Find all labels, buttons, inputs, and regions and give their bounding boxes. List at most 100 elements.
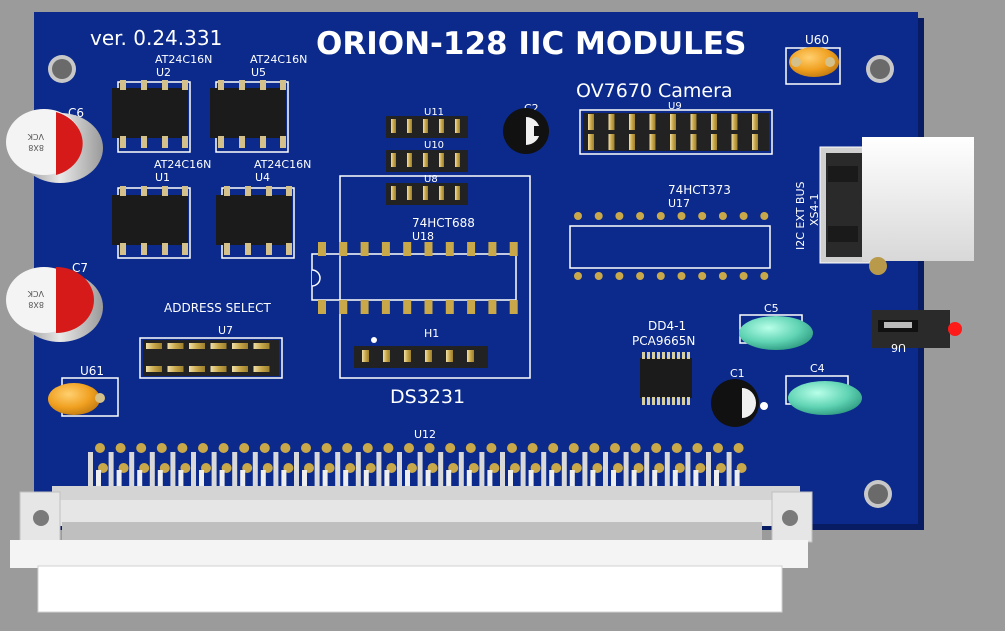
camera-header-u9: OV7670 Camera U9 xyxy=(576,80,773,155)
pin-lead xyxy=(500,452,505,498)
pin-lead xyxy=(273,452,279,498)
pin xyxy=(509,300,518,314)
pin xyxy=(381,242,390,256)
crystal-u61: U61 xyxy=(48,364,119,417)
pin xyxy=(656,272,665,280)
pin-lead xyxy=(590,470,596,498)
svg-text:74HCT688: 74HCT688 xyxy=(412,216,475,230)
pin-lead xyxy=(631,470,637,498)
pin xyxy=(189,366,205,372)
pin xyxy=(404,350,411,362)
pin xyxy=(657,352,660,359)
pin xyxy=(731,114,738,130)
pin-lead xyxy=(232,452,238,498)
pin-lead xyxy=(549,470,555,498)
svg-text:C4: C4 xyxy=(810,362,825,375)
pin xyxy=(588,114,594,130)
pin xyxy=(136,443,147,453)
pin xyxy=(649,134,656,150)
pin-lead xyxy=(561,452,567,498)
pin-lead xyxy=(734,470,740,498)
pin-lead xyxy=(335,452,341,498)
pin xyxy=(682,352,685,359)
pin xyxy=(177,443,188,453)
pin xyxy=(321,443,332,453)
pin xyxy=(486,443,497,453)
pin xyxy=(404,443,414,453)
pin-lead xyxy=(603,452,608,498)
capacitor-c6: C6 8X8 VCK xyxy=(6,106,103,183)
pin xyxy=(362,443,373,453)
svg-text:U9: U9 xyxy=(668,101,682,112)
svg-text:OV7670 Camera: OV7670 Camera xyxy=(576,80,733,102)
pin xyxy=(629,114,635,130)
pin-lead xyxy=(479,452,485,498)
pin xyxy=(657,397,660,405)
svg-text:U11: U11 xyxy=(424,107,444,118)
pin xyxy=(167,343,184,349)
svg-text:I2C EXT BUS: I2C EXT BUS xyxy=(794,181,807,250)
pin xyxy=(342,443,353,453)
ic-u18: 74HCT688 U18 xyxy=(311,175,531,379)
pin xyxy=(507,443,517,453)
pin xyxy=(167,366,184,372)
pin-lead xyxy=(281,470,287,498)
pin xyxy=(594,272,603,280)
pin xyxy=(677,397,680,405)
header-h1: H1 DS3231 xyxy=(354,327,488,408)
pin-lead xyxy=(384,470,390,498)
pin-lead xyxy=(644,452,650,498)
svg-text:XS4-1: XS4-1 xyxy=(808,194,821,226)
pin xyxy=(649,114,656,130)
pin xyxy=(568,443,579,453)
svg-text:74HCT373: 74HCT373 xyxy=(668,183,731,197)
pin-lead xyxy=(157,470,163,498)
pin xyxy=(711,114,717,130)
pin xyxy=(629,134,635,150)
pin-lead xyxy=(108,452,114,498)
pin xyxy=(687,397,690,405)
pin xyxy=(608,114,615,130)
pin xyxy=(610,443,620,453)
pin xyxy=(253,343,270,349)
capacitor-c2: C2 xyxy=(503,102,549,154)
pin xyxy=(424,242,433,256)
svg-text:H1: H1 xyxy=(424,327,439,340)
svg-text:U2: U2 xyxy=(156,66,171,79)
pin xyxy=(232,343,248,349)
pin-lead xyxy=(714,470,719,498)
pin-lead xyxy=(487,470,493,498)
pin xyxy=(146,366,162,372)
svg-text:AT24C16N: AT24C16N xyxy=(155,53,212,66)
pin xyxy=(189,343,205,349)
pin xyxy=(424,443,435,453)
pin xyxy=(652,397,655,405)
i2c-ext-bus-connector: I2C EXT BUS XS4-1 xyxy=(794,137,974,275)
header-u11: U11 xyxy=(386,107,468,138)
pin-lead xyxy=(623,452,629,498)
svg-text:VCK: VCK xyxy=(27,289,44,298)
pin xyxy=(509,242,518,256)
pin-lead xyxy=(508,470,513,498)
pin-lead xyxy=(425,470,431,498)
pin xyxy=(198,443,208,453)
pin-lead xyxy=(355,452,361,498)
pin xyxy=(672,352,675,359)
pin-lead xyxy=(322,470,328,498)
pin xyxy=(339,242,348,256)
pin-lead xyxy=(466,470,472,498)
pin-lead xyxy=(343,470,349,498)
pin-lead xyxy=(541,452,547,498)
pin-lead xyxy=(446,470,452,498)
pin xyxy=(652,352,655,359)
pin xyxy=(690,134,697,150)
pin xyxy=(318,300,326,314)
pin xyxy=(588,134,594,150)
eeprom-chip-u4: AT24C16N U4 xyxy=(216,158,311,259)
address-select-u7: ADDRESS SELECT U7 xyxy=(139,301,283,379)
pin xyxy=(630,443,641,453)
pin xyxy=(548,443,559,453)
pin xyxy=(339,300,348,314)
pin-lead xyxy=(672,470,678,498)
